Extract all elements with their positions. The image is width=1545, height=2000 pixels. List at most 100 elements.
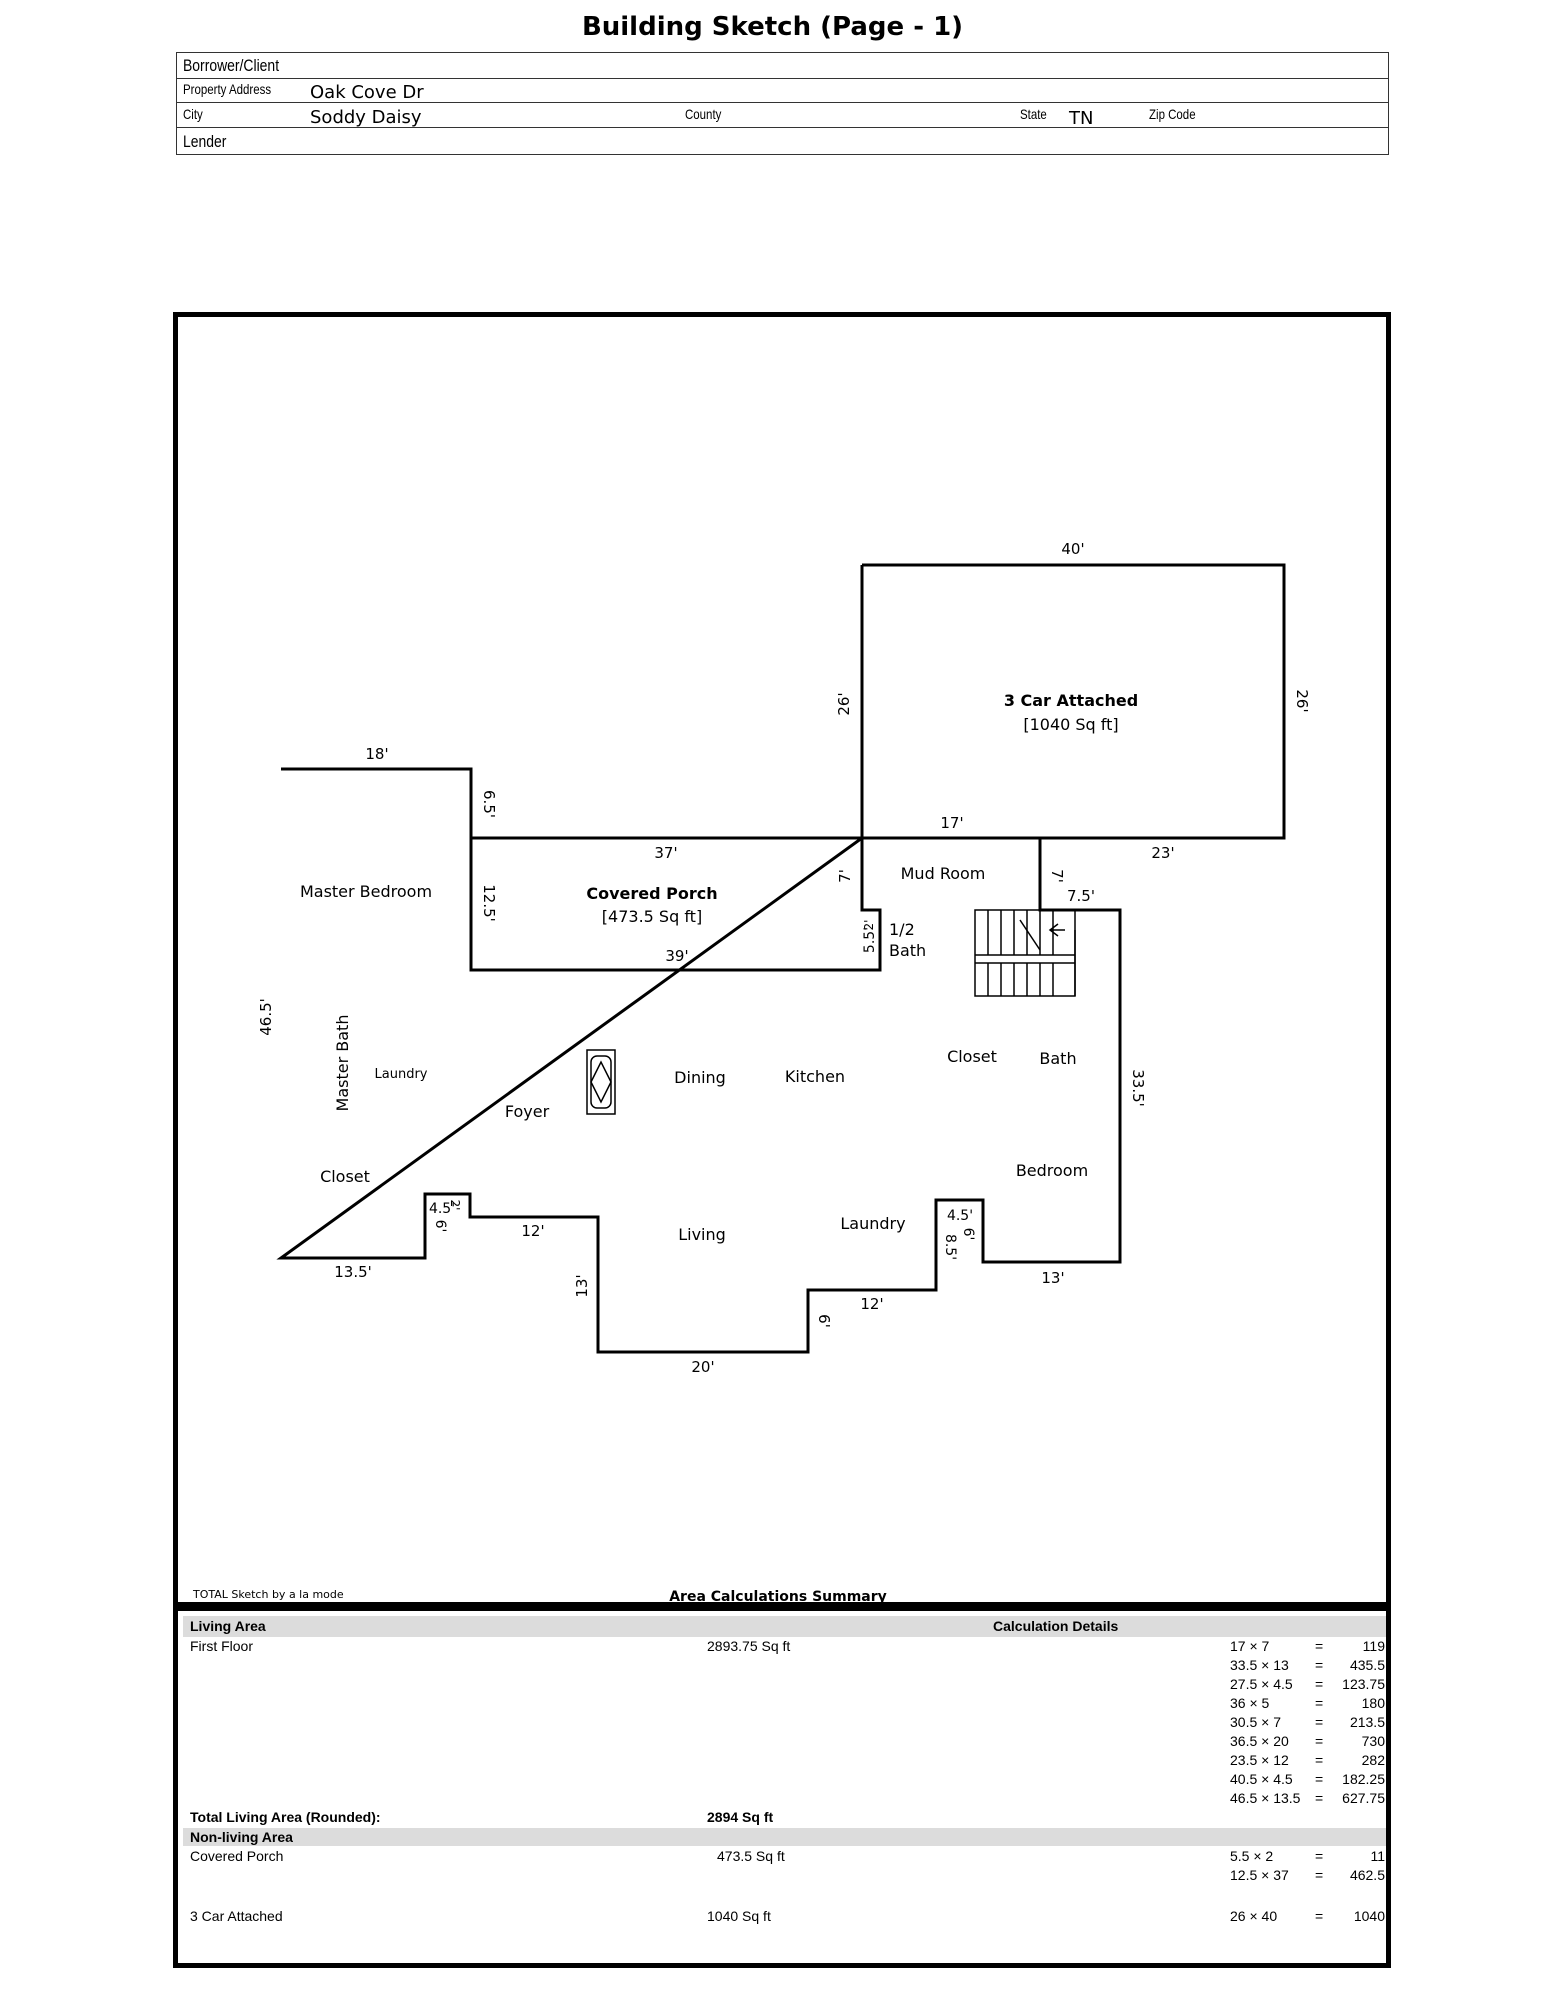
- dim-garage-left: 26': [835, 692, 853, 715]
- calc-expr: 33.5 × 13: [1230, 1657, 1289, 1673]
- calc-result: 180: [1361, 1695, 1385, 1711]
- master-bath-label: Master Bath: [333, 1015, 352, 1112]
- laundry-left-label: Laundry: [375, 1067, 428, 1082]
- calc-equals: =: [1315, 1867, 1324, 1883]
- dim-right-12: 12': [860, 1295, 883, 1313]
- calc-row: 17 × 7 = 119: [1230, 1638, 1385, 1657]
- property-row: Property Address Oak Cove Dr: [177, 79, 1388, 103]
- calc-result: 730: [1361, 1733, 1385, 1749]
- porch-area: [473.5 Sq ft]: [602, 907, 702, 926]
- master-bedroom-label: Master Bedroom: [300, 882, 432, 901]
- dim-right-side: 33.5': [1129, 1069, 1147, 1107]
- first-floor-value: 2893.75 Sq ft: [707, 1638, 791, 1654]
- porch-area-label: Covered Porch: [190, 1848, 284, 1864]
- borrower-row: Borrower/Client: [177, 53, 1388, 79]
- summary-frame: Living Area Calculation Details First Fl…: [173, 1606, 1391, 1968]
- city-label: City: [183, 106, 203, 122]
- calc-row: 36 × 5=180: [1230, 1695, 1385, 1714]
- calc-equals: =: [1315, 1790, 1324, 1806]
- calc-row: 46.5 × 13.5=627.75: [1230, 1790, 1385, 1809]
- calc-result: 213.5: [1349, 1714, 1385, 1730]
- calc-equals: =: [1315, 1752, 1324, 1768]
- dim-mb-right: 6.5': [480, 790, 498, 818]
- calc-row: 40.5 × 4.5=182.25: [1230, 1771, 1385, 1790]
- porch-area-value: 473.5 Sq ft: [717, 1848, 785, 1864]
- calc-expr: 36.5 × 20: [1230, 1733, 1289, 1749]
- city-row: City Soddy Daisy County State TN Zip Cod…: [177, 103, 1388, 129]
- dim-bottom-left: 13.5': [334, 1263, 372, 1281]
- non-living-label: Non-living Area: [190, 1829, 293, 1845]
- first-floor-label: First Floor: [190, 1638, 253, 1654]
- calc-result: 11: [1370, 1848, 1385, 1864]
- calc-expr: 17 × 7: [1230, 1638, 1270, 1654]
- calc-expr: 27.5 × 4.5: [1230, 1676, 1293, 1692]
- borrower-label: Borrower/Client: [183, 56, 280, 75]
- dim-small-55: 5.5': [862, 927, 878, 953]
- stairs: [974, 909, 1076, 997]
- dim-small-2: 2': [862, 920, 876, 931]
- dim-mud-left: 7': [836, 869, 854, 883]
- calc-equals: =: [1315, 1848, 1324, 1864]
- calc-result: 119: [1362, 1638, 1385, 1654]
- zip-label: Zip Code: [1149, 106, 1196, 122]
- kitchen-label: Kitchen: [785, 1067, 845, 1086]
- foyer-label: Foyer: [505, 1102, 550, 1121]
- calc-equals: =: [1315, 1657, 1324, 1673]
- living-area-bar: [183, 1616, 1386, 1637]
- calc-equals: =: [1315, 1714, 1324, 1730]
- calc-equals: =: [1315, 1638, 1324, 1654]
- garage-area-label: 3 Car Attached: [190, 1908, 283, 1924]
- calc-equals: =: [1315, 1908, 1324, 1924]
- half-bath-label-1: 1/2: [889, 920, 915, 939]
- dim-porch-top: 37': [654, 844, 677, 862]
- calc-expr: 23.5 × 12: [1230, 1752, 1289, 1768]
- property-label: Property Address: [183, 81, 272, 97]
- dim-left-12: 12': [521, 1222, 544, 1240]
- calc-expr: 5.5 × 2: [1230, 1848, 1274, 1864]
- calc-row: 26 × 40 = 1040: [1230, 1908, 1385, 1927]
- state-value: TN: [1069, 108, 1094, 129]
- closet-left-label: Closet: [320, 1167, 370, 1186]
- dim-garage-bottom-right: 23': [1151, 844, 1174, 862]
- calc-result: 282: [1361, 1752, 1385, 1768]
- dim-stair-top: 7.5': [1067, 887, 1095, 905]
- dim-bottom-20: 20': [691, 1358, 714, 1376]
- calc-expr: 12.5 × 37: [1230, 1867, 1289, 1883]
- dim-mb-top: 18': [365, 745, 388, 763]
- bath-label: Bath: [1039, 1049, 1076, 1068]
- living-label: Living: [678, 1225, 726, 1244]
- garage-area: [1040 Sq ft]: [1023, 715, 1118, 734]
- calc-result: 123.75: [1342, 1676, 1385, 1692]
- dim-left-13: 13': [573, 1274, 591, 1297]
- dim-garage-right: 26': [1293, 689, 1311, 712]
- porch-name: Covered Porch: [586, 884, 717, 903]
- lender-label: Lender: [183, 132, 227, 151]
- closet-right-label: Closet: [947, 1047, 997, 1066]
- laundry-right-label: Laundry: [840, 1214, 905, 1233]
- half-bath-label-2: Bath: [889, 941, 926, 960]
- calc-row: 5.5 × 2 = 11: [1230, 1848, 1385, 1867]
- dim-notch-r-6: 6': [960, 1228, 976, 1241]
- house-outline: [276, 767, 1122, 1354]
- dim-garage-bottom-left: 17': [940, 814, 963, 832]
- calc-row: 23.5 × 12 = 282: [1230, 1752, 1385, 1771]
- garage-name: 3 Car Attached: [1004, 691, 1138, 710]
- calc-expr: 40.5 × 4.5: [1230, 1771, 1293, 1787]
- calc-expr: 46.5 × 13.5: [1230, 1790, 1301, 1806]
- calc-result: 182.25: [1342, 1771, 1385, 1787]
- calc-expr: 30.5 × 7: [1230, 1714, 1281, 1730]
- dim-bottom-right-13: 13': [1041, 1269, 1064, 1287]
- state-label: State: [1020, 106, 1047, 122]
- property-value: Oak Cove Dr: [310, 82, 424, 103]
- dim-notch-2: 2': [448, 1200, 462, 1211]
- mud-room-label: Mud Room: [901, 864, 986, 883]
- calc-result: 1040: [1353, 1908, 1385, 1924]
- calc-equals: =: [1315, 1676, 1324, 1692]
- calc-row: 33.5 × 13=435.5: [1230, 1657, 1385, 1676]
- calc-expr: 26 × 40: [1230, 1908, 1278, 1924]
- calc-row: 27.5 × 4.5 = 123.75: [1230, 1676, 1385, 1695]
- garage-outline: [862, 563, 1286, 840]
- header-table: Borrower/Client Property Address Oak Cov…: [176, 52, 1389, 155]
- dim-left-side: 46.5': [257, 998, 275, 1036]
